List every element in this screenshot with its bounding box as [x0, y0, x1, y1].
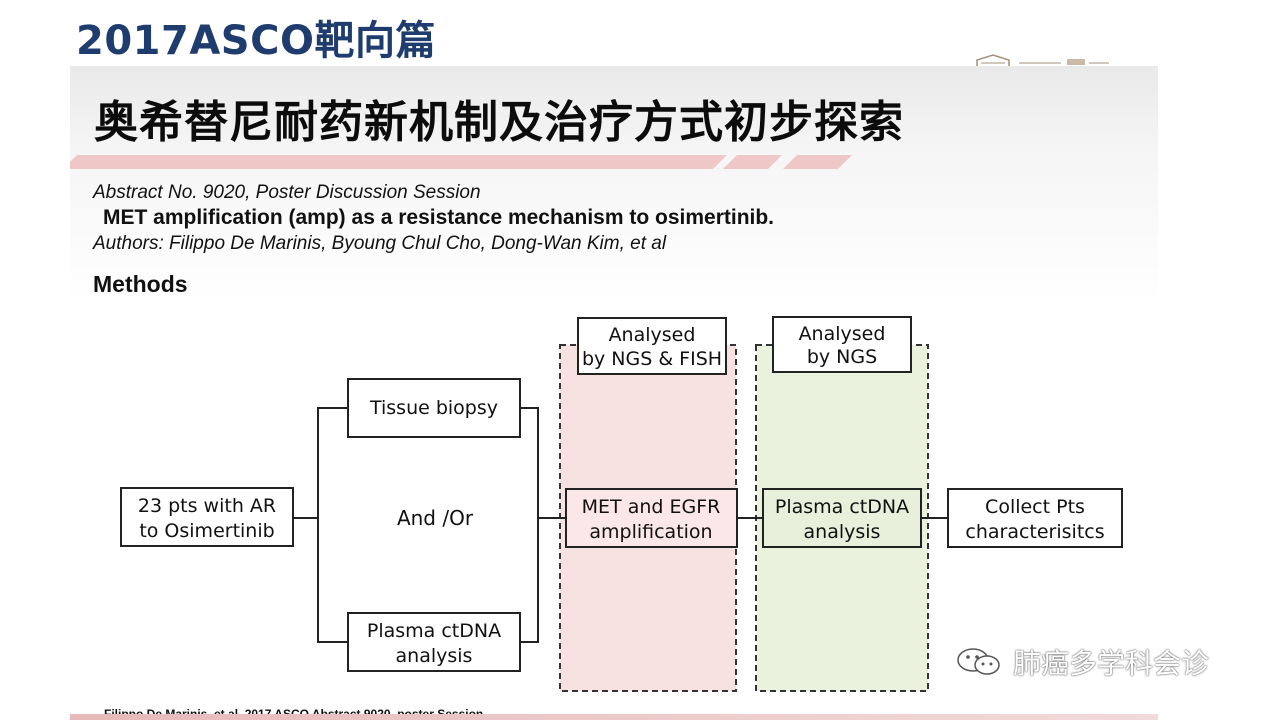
- ngs-fish-label-box: [577, 317, 727, 375]
- collect-pts-line1: Collect Pts: [985, 496, 1085, 518]
- footer-bar: [70, 714, 1158, 720]
- plasma-ctdna-analysis-box: [762, 488, 922, 548]
- met-egfr-box: [565, 488, 738, 548]
- patients-box: [120, 487, 294, 547]
- abstract-title: MET amplification (amp) as a resistance …: [103, 206, 775, 229]
- watermark-text: 肺癌多学科会诊: [1013, 647, 1210, 680]
- plasma-ctdna-line2: analysis: [396, 645, 473, 667]
- methods-flow-diagram: 23 pts with AR to Osimertinib Tissue bio…: [120, 316, 1123, 692]
- plasma-ctdna-analysis-line1: Plasma ctDNA: [775, 496, 909, 518]
- plasma-ctdna-box: [347, 612, 521, 672]
- ngs-fish-label-line1: Analysed: [609, 324, 696, 346]
- plasma-ctdna-analysis-line2: analysis: [804, 521, 881, 543]
- abstract-number: Abstract No. 9020, Poster Discussion Ses…: [93, 182, 481, 203]
- wechat-icon: [957, 648, 1000, 675]
- abstract-authors: Authors: Filippo De Marinis, Byoung Chul…: [93, 233, 667, 254]
- collect-pts-box: [947, 488, 1123, 548]
- met-egfr-line1: MET and EGFR: [582, 496, 721, 518]
- patients-box-line2: to Osimertinib: [139, 520, 274, 542]
- slide-title: 奥希替尼耐药新机制及治疗方式初步探索: [94, 97, 904, 148]
- wechat-watermark: 肺癌多学科会诊: [955, 644, 1209, 680]
- page-header-title: 2017ASCO靶向篇: [76, 18, 436, 64]
- and-or-label: And /Or: [397, 506, 474, 530]
- ngs-label-line2: by NGS: [807, 346, 877, 368]
- tissue-biopsy-box: [347, 378, 521, 438]
- ngs-label-box: [772, 316, 912, 373]
- plasma-ctdna-line1: Plasma ctDNA: [367, 620, 501, 642]
- patients-box-line1: 23 pts with AR: [138, 495, 276, 517]
- connector-lines: [293, 407, 948, 643]
- tissue-biopsy-label: Tissue biopsy: [369, 397, 498, 419]
- ngs-fish-label-line2: by NGS & FISH: [582, 348, 722, 370]
- met-egfr-line2: amplification: [589, 521, 712, 543]
- slide-panel: 奥希替尼耐药新机制及治疗方式初步探索 Abstract No. 9020, Po…: [70, 66, 1158, 720]
- collect-pts-line2: characterisitcs: [965, 521, 1104, 543]
- ngs-label-line1: Analysed: [799, 323, 886, 345]
- methods-heading: Methods: [93, 271, 188, 297]
